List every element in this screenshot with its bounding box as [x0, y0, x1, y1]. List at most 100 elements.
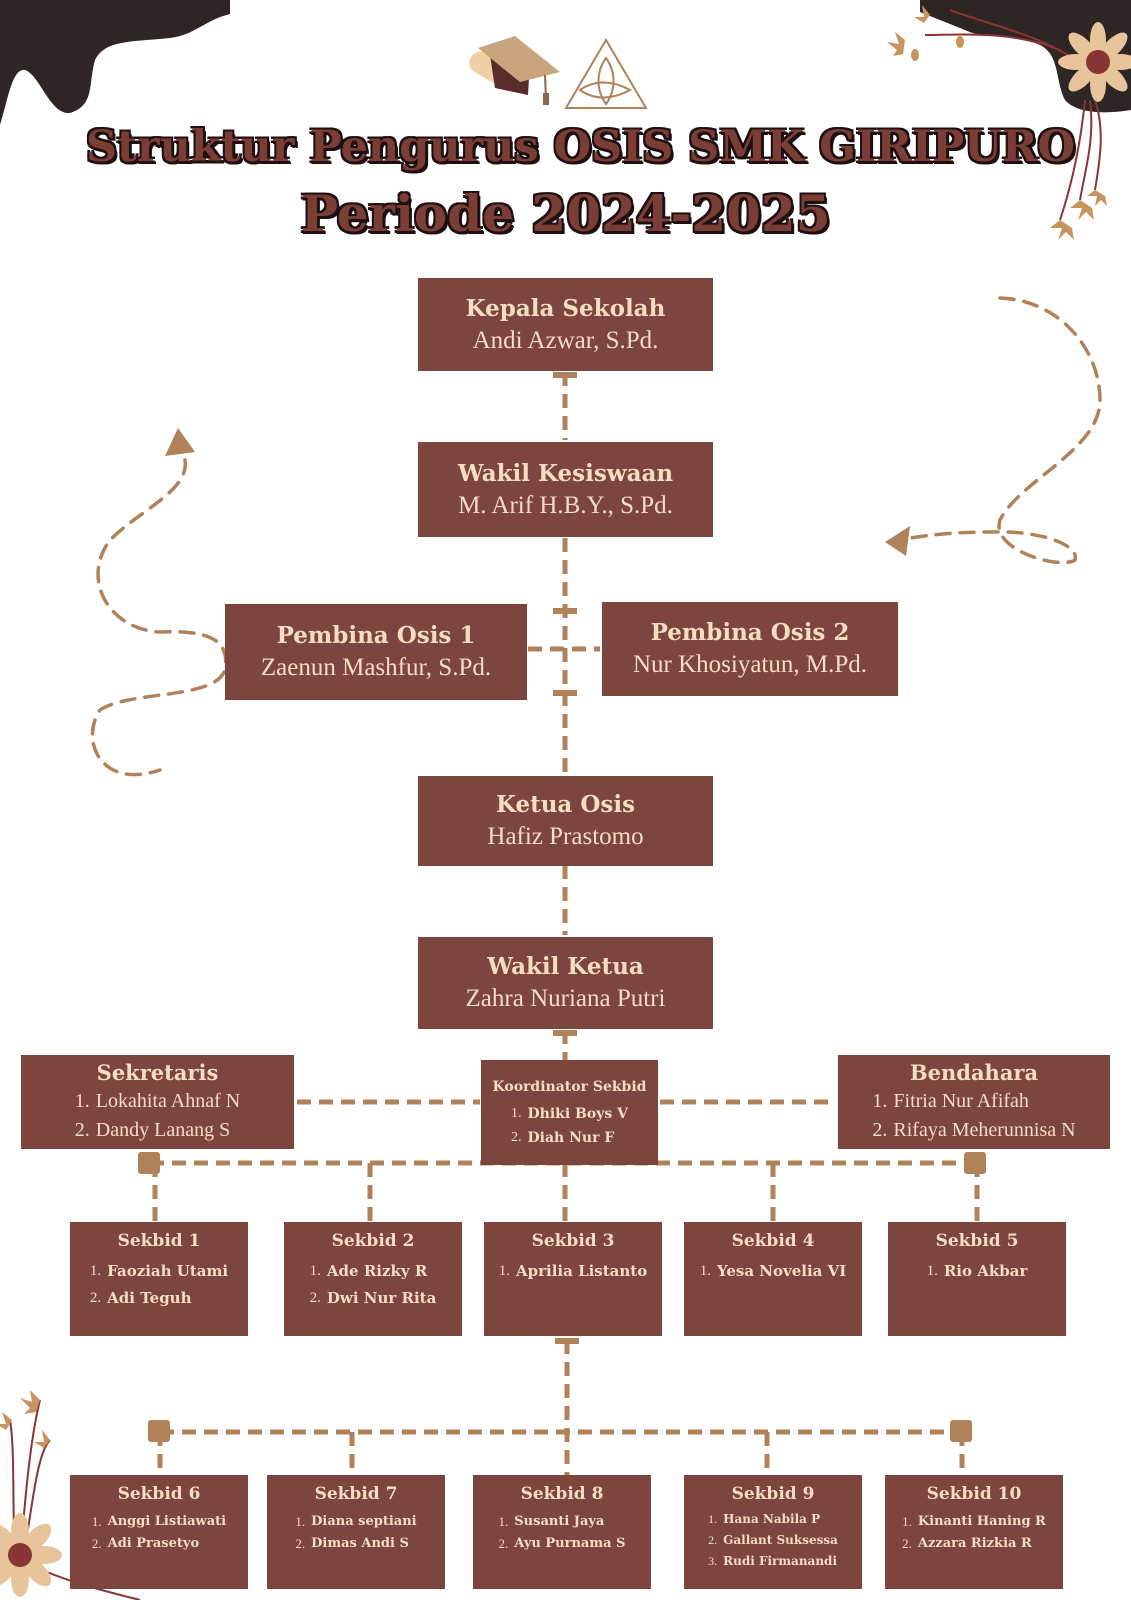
member-number: 2. [74, 1119, 90, 1141]
member-number: 2. [295, 1536, 306, 1551]
member-name: Lokahita Ahnaf N [95, 1090, 241, 1112]
member-number: 1. [498, 1514, 509, 1529]
member-name: Aprilia Listanto [516, 1262, 648, 1280]
member-list: 1.Anggi Listiawati 2.Adi Prasetyo [92, 1511, 226, 1555]
member-list: 1.Fitria Nur Afifah 2.Rifaya Meherunnisa… [872, 1087, 1075, 1145]
member-name: Anggi Listiawati [107, 1514, 227, 1529]
node-role: Sekbid 6 [117, 1484, 201, 1504]
member-item: 2.Gallant Suksessa [708, 1530, 838, 1551]
member-number: 2. [511, 1129, 522, 1145]
member-number: 2. [89, 1290, 102, 1306]
graduation-cap-icon [469, 36, 560, 105]
member-item: 1.Lokahita Ahnaf N [75, 1087, 240, 1116]
member-number: 1. [74, 1090, 90, 1112]
member-name: Ayu Purnama S [514, 1536, 626, 1551]
node-sekretaris: Sekretaris 1.Lokahita Ahnaf N 2.Dandy La… [21, 1055, 294, 1149]
member-item: 1. Ade Rizky R [310, 1258, 437, 1285]
member-item: 2.Rifaya Meherunnisa N [872, 1116, 1075, 1145]
node-role: Sekbid 5 [935, 1231, 1019, 1251]
node-role: Pembina Osis 1 [276, 622, 476, 649]
node-sekbid-2: Sekbid 2 1. Ade Rizky R 2. Dwi Nur Rita [284, 1222, 462, 1336]
member-item: 2. Azzara Rizkia R [902, 1533, 1046, 1555]
member-number: 2. [872, 1119, 888, 1141]
node-sekbid-1: Sekbid 1 1.Faoziah Utami 2.Adi Teguh [70, 1222, 248, 1336]
corner-blob-top-left [0, 0, 230, 125]
chart-title: Struktur Pengurus OSIS SMK GIRIPURO [86, 122, 1075, 172]
node-role: Sekbid 8 [520, 1484, 604, 1504]
member-item: 2.Dandy Lanang S [75, 1116, 240, 1145]
member-list: 1. Kinanti Haning R 2. Azzara Rizkia R [902, 1511, 1046, 1555]
member-number: 2. [498, 1536, 509, 1551]
member-number: 1. [926, 1263, 938, 1279]
member-name: Hana Nabila P [723, 1512, 821, 1526]
node-wakil-kesiswaan: Wakil Kesiswaan M. Arif H.B.Y., S.Pd. [418, 442, 713, 537]
node-role: Wakil Kesiswaan [457, 459, 674, 487]
node-sekbid-5: Sekbid 5 1.Rio Akbar [888, 1222, 1066, 1336]
member-list: 1.Lokahita Ahnaf N 2.Dandy Lanang S [75, 1087, 240, 1145]
member-item: 1.Yesa Novelia VI [700, 1258, 847, 1285]
dashed-arrow-icon [90, 296, 1102, 777]
member-number: 2. [309, 1290, 321, 1306]
node-role: Sekretaris [96, 1060, 219, 1085]
node-pembina-osis-2: Pembina Osis 2 Nur Khosiyatun, M.Pd. [602, 602, 898, 696]
member-item: 2. Dimas Andi S [295, 1533, 416, 1555]
member-number: 2. [91, 1536, 102, 1551]
node-kepala-sekolah: Kepala Sekolah Andi Azwar, S.Pd. [418, 278, 713, 371]
member-list: 1.Diana septiani 2.Dimas Andi S [295, 1511, 416, 1555]
member-item: 2. Dwi Nur Rita [310, 1285, 437, 1312]
member-list: 1.Rio Akbar [927, 1258, 1028, 1285]
member-number: 1. [498, 1263, 510, 1279]
node-sekbid-4: Sekbid 4 1.Yesa Novelia VI [684, 1222, 862, 1336]
member-item: 1. Aprilia Listanto [499, 1258, 648, 1285]
member-item: 2. Adi Teguh [90, 1285, 228, 1312]
member-name: Dandy Lanang S [95, 1119, 231, 1141]
member-number: 1. [708, 1512, 718, 1526]
member-name: Dimas Andi S [311, 1536, 409, 1551]
member-list: 1. Hana Nabila P 2.Gallant Suksessa 3. Rud… [708, 1509, 838, 1572]
node-role: Sekbid 7 [314, 1484, 398, 1504]
member-item: 1. Hana Nabila P [708, 1509, 838, 1530]
member-item: 1. Kinanti Haning R [902, 1511, 1046, 1533]
node-role: Sekbid 2 [331, 1231, 415, 1251]
member-name: Adi Teguh [107, 1289, 192, 1307]
node-role: Sekbid 4 [731, 1231, 815, 1251]
member-list: 1. Aprilia Listanto [499, 1258, 648, 1285]
node-role: Sekbid 1 [117, 1231, 201, 1251]
connector-caps [138, 372, 986, 1442]
node-bendahara: Bendahara 1.Fitria Nur Afifah 2.Rifaya M… [838, 1055, 1110, 1149]
chart-subtitle-period: Periode 2024-2025 [300, 184, 831, 243]
member-name: Ade Rizky R [326, 1262, 428, 1280]
member-number: 2. [902, 1536, 912, 1551]
node-name: Hafiz Prastomo [487, 823, 644, 850]
node-role: Koordinator Sekbid [492, 1078, 647, 1095]
member-number: 1. [309, 1263, 321, 1279]
node-role: Wakil Ketua [487, 953, 644, 980]
member-name: Diana septiani [311, 1514, 417, 1529]
node-name: Nur Khosiyatun, M.Pd. [632, 651, 868, 678]
member-number: 1. [902, 1514, 912, 1529]
node-sekbid-8: Sekbid 8 1.Susanti Jaya 2.Ayu Purnama S [473, 1475, 651, 1589]
node-name: Zaenun Mashfur, S.Pd. [260, 654, 492, 681]
member-number: 3. [708, 1554, 718, 1568]
node-sekbid-3: Sekbid 3 1.Aprilia Listanto [484, 1222, 662, 1336]
node-role: Sekbid 10 [926, 1484, 1022, 1504]
node-sekbid-9: Sekbid 9 1. Hana Nabila P 2.Gallant Sukse… [684, 1475, 862, 1589]
member-item: 1.Rio Akbar [927, 1258, 1028, 1285]
member-name: Kinanti Haning R [917, 1514, 1046, 1529]
node-name: Zahra Nuriana Putri [465, 985, 666, 1012]
member-list: 1.Yesa Novelia VI [700, 1258, 847, 1285]
member-item: 1.Dhiki Boys V [511, 1102, 628, 1126]
member-name: Azzara Rizkia R [917, 1536, 1032, 1551]
node-sekbid-7: Sekbid 7 1.Diana septiani 2.Dimas Andi S [267, 1475, 445, 1589]
node-name: Andi Azwar, S.Pd. [472, 326, 659, 354]
node-role: Sekbid 9 [731, 1484, 815, 1504]
node-sekbid-6: Sekbid 6 1.Anggi Listiawati 2.Adi Praset… [70, 1475, 248, 1589]
node-role: Kepala Sekolah [465, 294, 666, 322]
member-name: Yesa Novelia VI [716, 1262, 847, 1280]
connector-lines [150, 372, 980, 1475]
member-name: Dwi Nur Rita [326, 1289, 437, 1307]
member-name: Rudi Firmanandi [723, 1554, 837, 1568]
member-name: Adi Prasetyo [107, 1536, 200, 1551]
node-pembina-osis-1: Pembina Osis 1 Zaenun Mashfur, S.Pd. [225, 604, 527, 700]
